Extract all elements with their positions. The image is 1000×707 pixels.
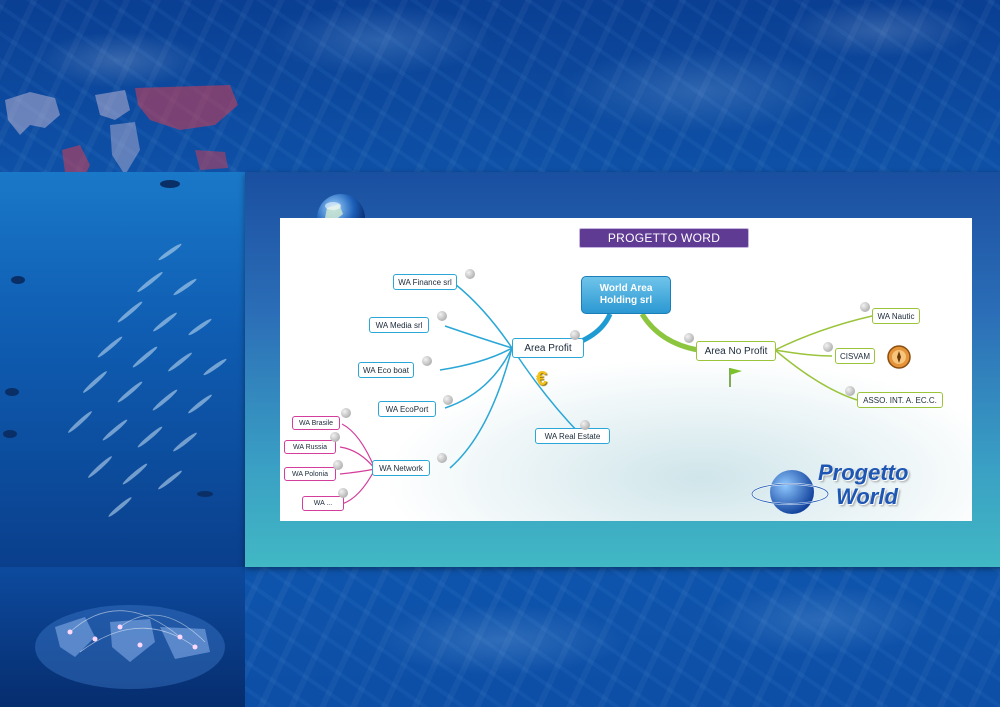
node-handle xyxy=(437,311,447,321)
logo-text-line2: World xyxy=(836,484,898,509)
root-label-line1: World Area xyxy=(599,283,653,294)
logo-globe-icon xyxy=(751,470,829,514)
node-handle xyxy=(443,395,453,405)
compass-icon xyxy=(887,345,911,369)
flag-icon xyxy=(729,368,742,387)
node-handle xyxy=(437,453,447,463)
node-handle xyxy=(823,342,833,352)
asso-int-node: ASSO. INT. A. EC.C. xyxy=(857,392,943,408)
node-handle xyxy=(465,269,475,279)
node-handle xyxy=(580,420,590,430)
network-globe-photo xyxy=(0,567,245,707)
area-no-profit-node: Area No Profit xyxy=(696,341,776,361)
node-handle xyxy=(330,432,340,442)
euro-icon: € xyxy=(536,368,548,390)
diagram-board: PROGETTO WORD World Area Holding srl Are… xyxy=(245,172,1000,567)
fish-photo xyxy=(0,172,245,567)
node-handle xyxy=(684,333,694,343)
wa-polonia-node: WA Polonia xyxy=(284,467,336,481)
area-profit-node: Area Profit xyxy=(512,338,584,358)
root-node: World Area Holding srl xyxy=(581,276,671,314)
wa-nautic-node: WA Nautic xyxy=(872,308,920,324)
logo-text-line1: Progetto xyxy=(818,460,909,485)
world-map xyxy=(5,85,238,190)
diagram-title: PROGETTO WORD xyxy=(579,228,749,248)
wa-eco-boat-node: WA Eco boat xyxy=(358,362,414,378)
wa-brasile-node: WA Brasile xyxy=(292,416,340,430)
root-label-line2: Holding srl xyxy=(599,295,653,306)
node-handle xyxy=(338,488,348,498)
node-handle xyxy=(570,330,580,340)
node-handle xyxy=(341,408,351,418)
wa-network-node: WA Network xyxy=(372,460,430,476)
mind-map-canvas: PROGETTO WORD World Area Holding srl Are… xyxy=(280,218,972,521)
wa-real-estate-node: WA Real Estate xyxy=(535,428,610,444)
node-handle xyxy=(860,302,870,312)
node-handle xyxy=(422,356,432,366)
fish-school xyxy=(3,180,227,517)
wa-media-node: WA Media srl xyxy=(369,317,429,333)
wa-russia-node: WA Russia xyxy=(284,440,336,454)
wa-finance-node: WA Finance srl xyxy=(393,274,457,290)
cisvam-node: CISVAM xyxy=(835,348,875,364)
wa-more-node: WA ... xyxy=(302,496,344,511)
wa-ecoport-node: WA EcoPort xyxy=(378,401,436,417)
node-handle xyxy=(845,386,855,396)
node-handle xyxy=(333,460,343,470)
earth-network xyxy=(35,605,225,689)
